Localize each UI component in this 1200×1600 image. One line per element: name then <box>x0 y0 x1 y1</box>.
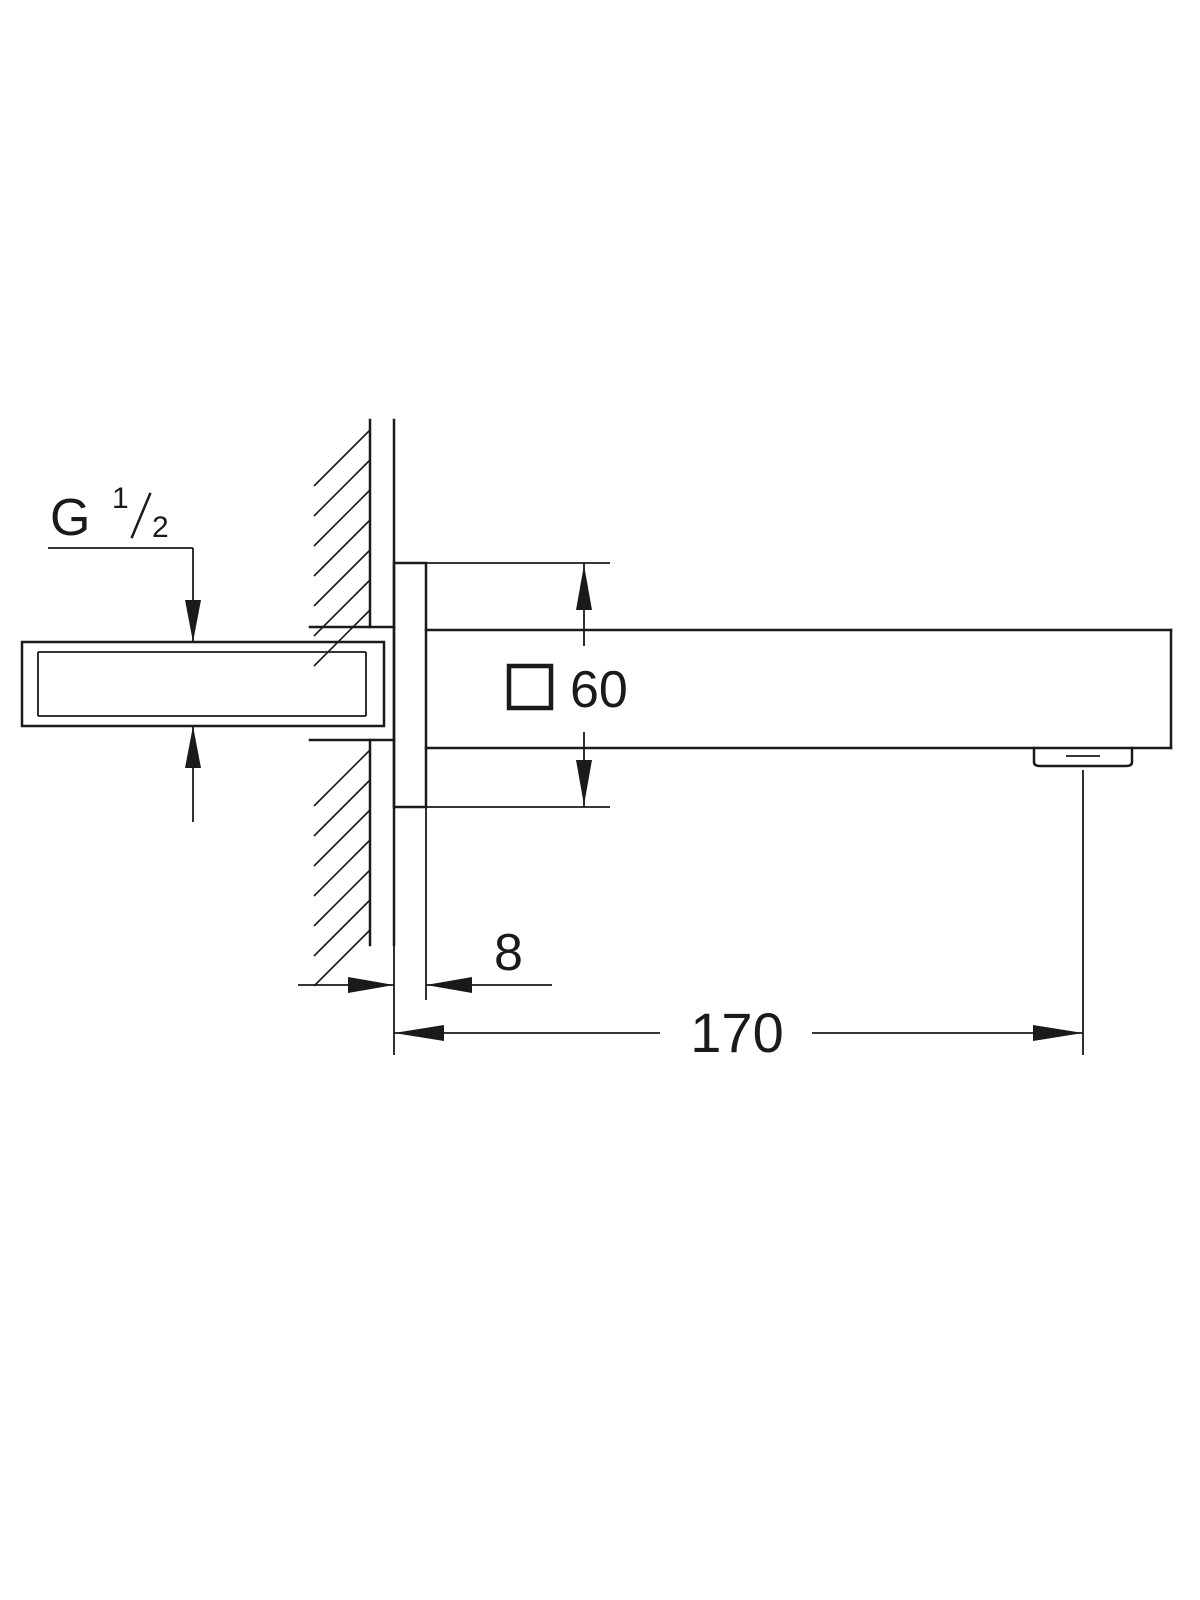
connector-body <box>20 640 386 728</box>
square-section-icon <box>506 663 554 711</box>
projection-arrow-left <box>394 1025 444 1041</box>
section-arrow-up <box>576 565 592 610</box>
hatch-line <box>313 779 371 837</box>
depth-arrow-right <box>348 977 394 993</box>
thread-fraction-slash <box>130 492 152 539</box>
hatch-line <box>313 809 371 867</box>
section-dimension: 60 <box>426 562 628 808</box>
hatch-line <box>313 609 371 667</box>
thread-label: G <box>50 489 90 547</box>
depth-arrow-left <box>426 977 472 993</box>
wall <box>313 418 396 987</box>
rosette-plate <box>392 561 428 809</box>
hatch-line <box>313 749 371 807</box>
projection-label: 170 <box>690 1001 783 1064</box>
thread-arrow-down <box>185 600 201 642</box>
spout <box>424 628 1173 768</box>
aerator-outlet <box>1032 746 1134 768</box>
rosette-depth-dimension: 8 <box>298 807 552 1055</box>
hatch-line <box>313 899 371 957</box>
hatch-line <box>313 489 371 547</box>
hatch-line <box>313 429 371 487</box>
thread-fraction-numerator: 1 <box>112 482 129 515</box>
thread-arrow-up <box>185 726 201 768</box>
threaded-connector <box>20 625 396 742</box>
hatch-line <box>313 459 371 517</box>
section-label: 60 <box>570 661 628 719</box>
hatch-line <box>313 869 371 927</box>
hatch-line <box>313 929 371 987</box>
depth-label: 8 <box>494 924 523 982</box>
thread-dimension: G 1 2 <box>48 482 201 822</box>
hatch-line <box>313 839 371 897</box>
hatch-line <box>313 549 371 607</box>
projection-dimension: 170 <box>394 770 1084 1064</box>
section-arrow-down <box>576 760 592 805</box>
wall-hatching <box>313 429 371 987</box>
projection-arrow-right <box>1033 1025 1083 1041</box>
hatch-line <box>313 519 371 577</box>
thread-fraction-denominator: 2 <box>152 511 169 544</box>
